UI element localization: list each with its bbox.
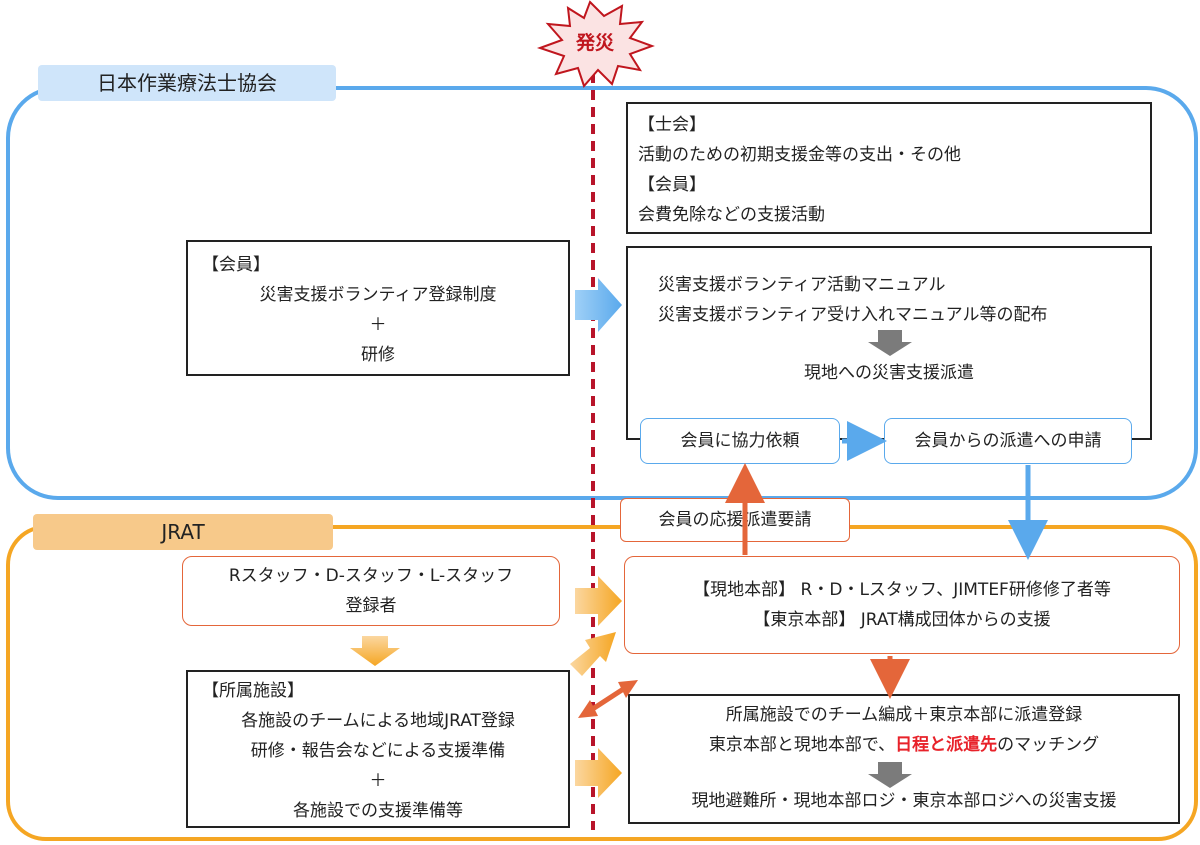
headquarters-box: 【現地本部】 R・D・Lスタッフ、JIMTEF研修修了者等 【東京本部】 JRA… <box>624 556 1180 654</box>
support-line-2: 会費免除などの支援活動 <box>638 205 825 225</box>
member-line-3: 研修 <box>361 345 395 365</box>
manual-line-3: 現地への災害支援派遣 <box>804 363 974 383</box>
jrat-region <box>6 525 1198 841</box>
member-line-2: ＋ <box>369 315 387 335</box>
support-heading-2: 【会員】 <box>638 175 706 195</box>
facility-heading: 【所属施設】 <box>202 681 304 701</box>
support-heading-1: 【士会】 <box>638 115 706 135</box>
team-line-3: 現地避難所・現地本部ロジ・東京本部ロジへの災害支援 <box>691 791 1117 811</box>
manual-line-1: 災害支援ボランティア活動マニュアル <box>658 275 946 295</box>
apply-dispatch-box: 会員からの派遣への申請 <box>884 418 1132 464</box>
manual-box: 災害支援ボランティア活動マニュアル 災害支援ボランティア受け入れマニュアル等の配… <box>626 246 1152 440</box>
team-line-1: 所属施設でのチーム編成＋東京本部に派遣登録 <box>725 705 1083 725</box>
facility-line-4: 各施設での支援準備等 <box>293 801 463 821</box>
jaot-region <box>6 86 1198 500</box>
dispatch-request-box: 会員の応援派遣要請 <box>620 498 850 542</box>
staff-line-2: 登録者 <box>345 596 397 616</box>
team-line-2-highlight: 日程と派遣先 <box>895 735 998 755</box>
team-line-2-pre: 東京本部と現地本部で、 <box>708 735 896 755</box>
jrat-title: JRAT <box>33 514 333 550</box>
team-matching-box: 所属施設でのチーム編成＋東京本部に派遣登録 東京本部と現地本部で、日程と派遣先の… <box>628 694 1180 824</box>
team-line-2: 東京本部と現地本部で、日程と派遣先のマッチング <box>630 730 1178 760</box>
member-heading: 【会員】 <box>202 255 270 275</box>
facility-line-3: ＋ <box>369 771 387 791</box>
support-line-1: 活動のための初期支援金等の支出・その他 <box>638 145 961 165</box>
burst-label: 発災 <box>575 31 615 54</box>
staff-line-1: Rスタッフ・D-スタッフ・L-スタッフ <box>228 566 514 586</box>
team-line-2-post: のマッチング <box>997 735 1100 755</box>
burst-icon <box>536 0 655 88</box>
jaot-title: 日本作業療法士協会 <box>38 65 336 101</box>
support-box: 【士会】 活動のための初期支援金等の支出・その他 【会員】 会費免除などの支援活… <box>626 102 1152 234</box>
hq-line-1: 【現地本部】 R・D・Lスタッフ、JIMTEF研修修了者等 <box>693 580 1111 600</box>
facility-box: 【所属施設】 各施設のチームによる地域JRAT登録 研修・報告会などによる支援準… <box>186 670 570 828</box>
request-cooperation-box: 会員に協力依頼 <box>640 418 840 464</box>
hq-line-2: 【東京本部】 JRAT構成団体からの支援 <box>753 610 1051 630</box>
staff-box: Rスタッフ・D-スタッフ・L-スタッフ 登録者 <box>182 556 560 626</box>
manual-line-2: 災害支援ボランティア受け入れマニュアル等の配布 <box>658 305 1048 325</box>
facility-line-2: 研修・報告会などによる支援準備 <box>250 741 506 761</box>
member-registration-box: 【会員】 災害支援ボランティア登録制度 ＋ 研修 <box>186 240 570 376</box>
member-line-1: 災害支援ボランティア登録制度 <box>259 285 497 305</box>
facility-line-1: 各施設のチームによる地域JRAT登録 <box>241 711 515 731</box>
